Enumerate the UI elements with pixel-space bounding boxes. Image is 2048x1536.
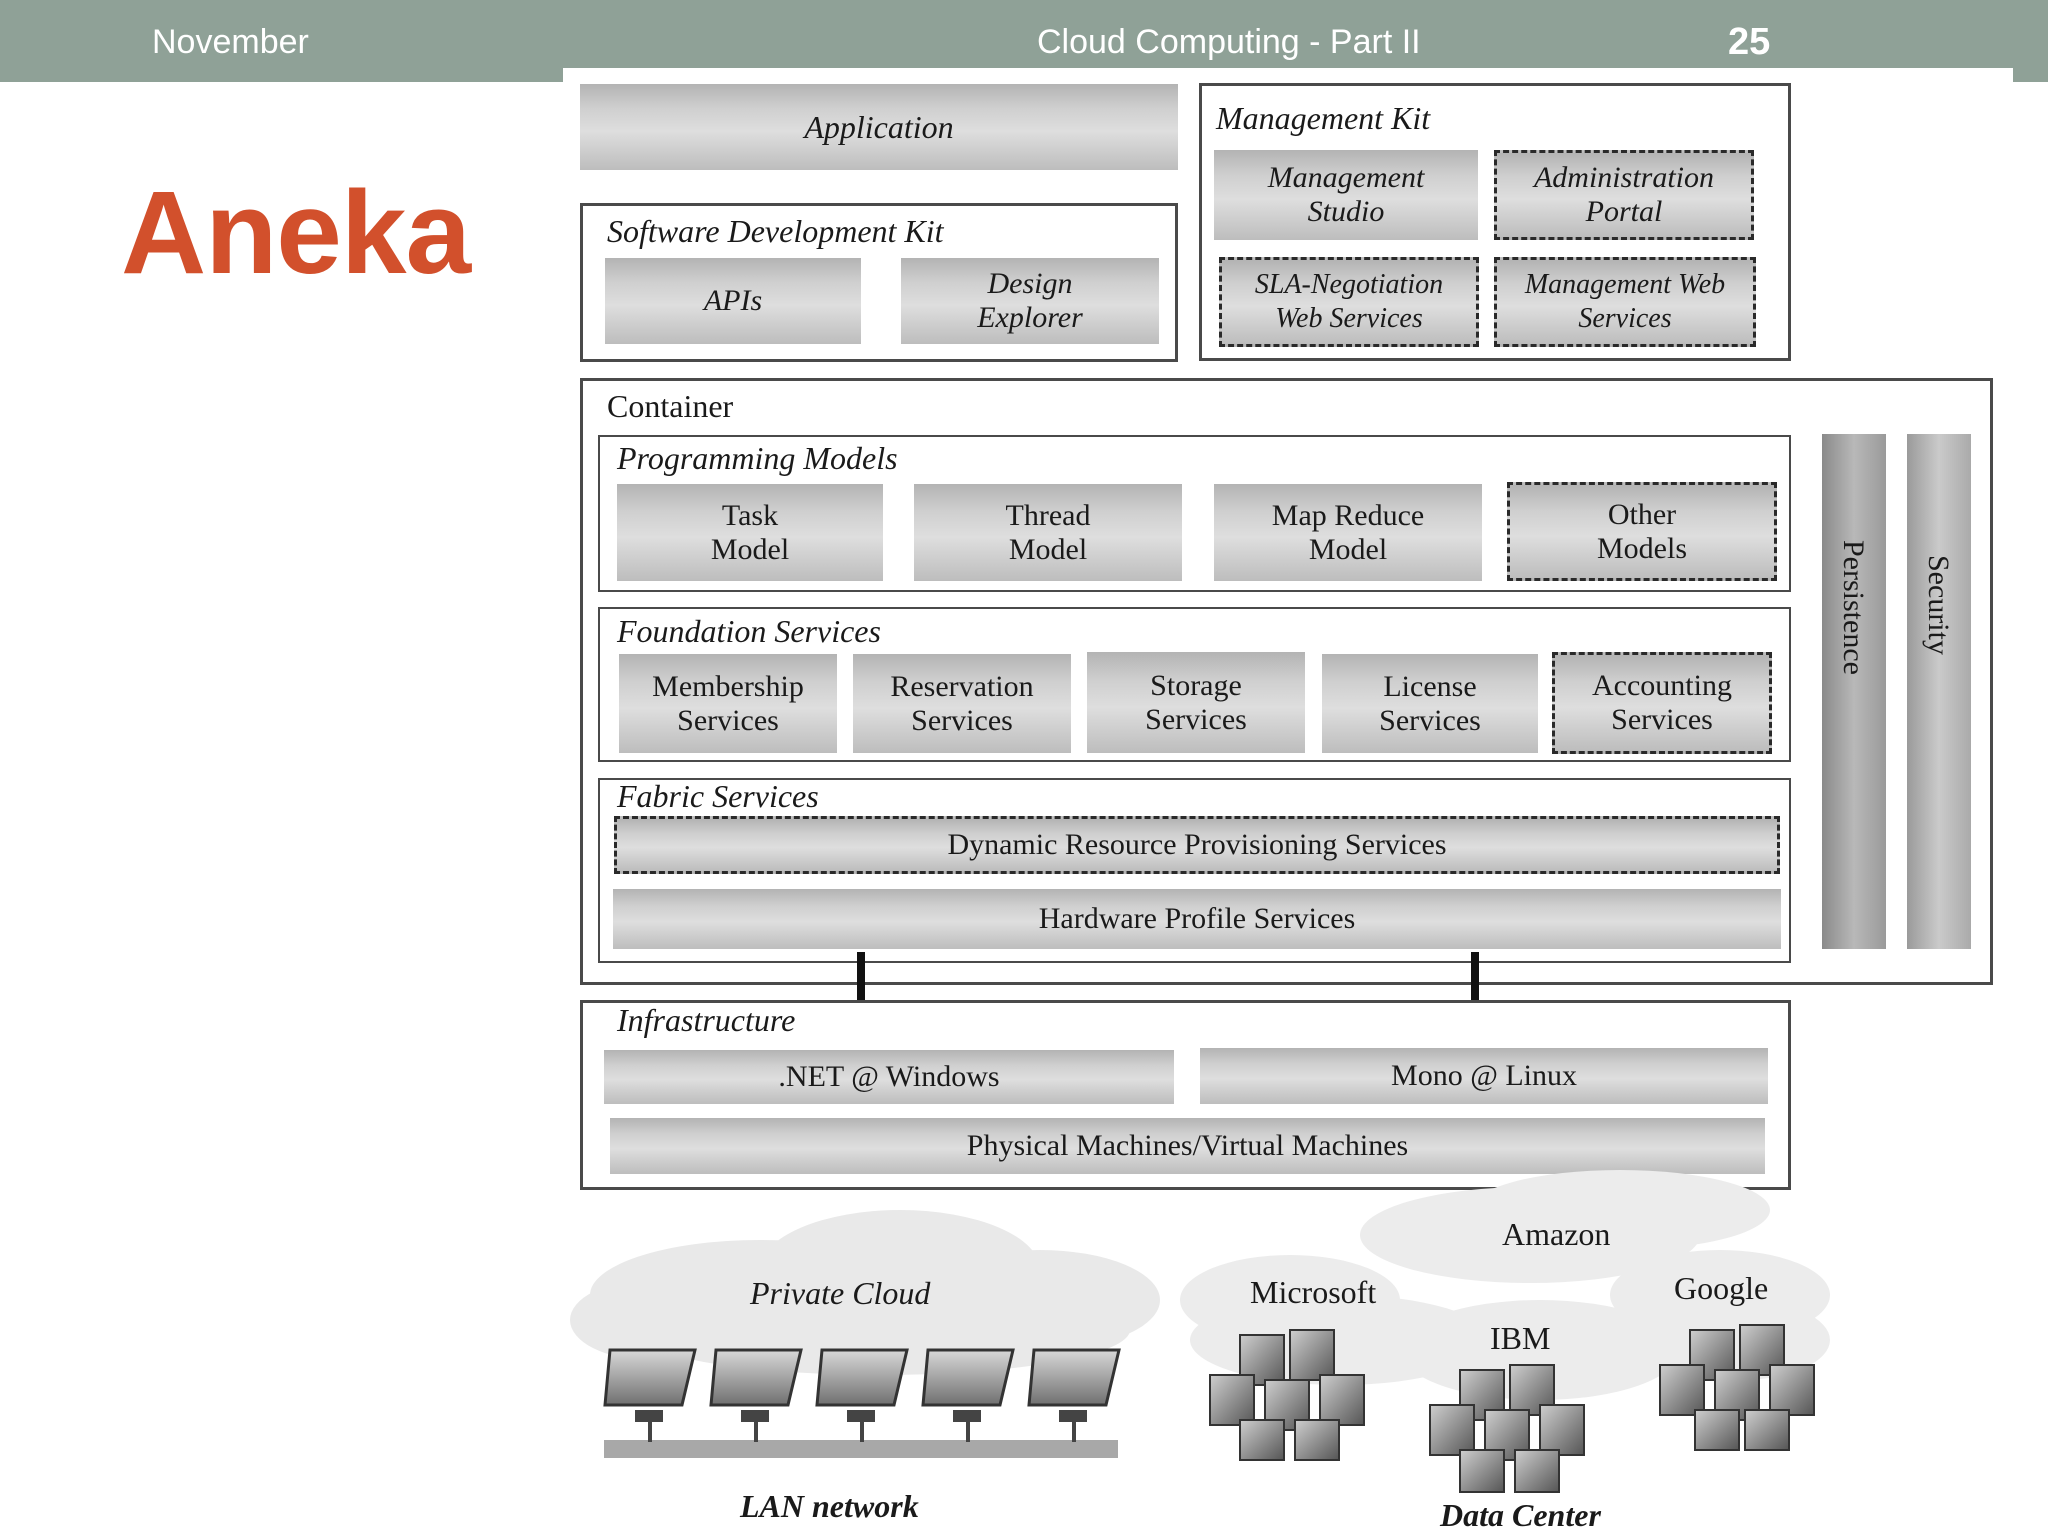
sdk-title: Software Development Kit (607, 213, 944, 249)
management-kit-title: Management Kit (1216, 100, 1431, 136)
google-servers (1659, 1324, 1815, 1451)
administration-portal-label: Administration Portal (1533, 161, 1714, 228)
reservation-services-label: Reservation Services (890, 669, 1034, 737)
dynamic-resource-provisioning-box: Dynamic Resource Provisioning Services (614, 816, 1780, 874)
storage-services-box: Storage Services (1087, 652, 1305, 753)
ibm-label: IBM (1490, 1320, 1551, 1356)
amazon-label: Amazon (1502, 1216, 1611, 1252)
google-label: Google (1674, 1270, 1769, 1306)
sla-negotiation-box: SLA-Negotiation Web Services (1219, 257, 1479, 347)
apis-box: APIs (605, 258, 861, 344)
other-models-box: Other Models (1507, 482, 1777, 581)
data-center-label: Data Center (1440, 1497, 1601, 1533)
management-studio-label: Management Studio (1267, 161, 1425, 228)
arrow-right-shaft (1471, 952, 1479, 1008)
net-windows-box: .NET @ Windows (604, 1050, 1174, 1104)
hardware-profile-services-box: Hardware Profile Services (613, 889, 1781, 949)
management-web-services-label: Management Web Services (1524, 269, 1726, 334)
map-reduce-model-box: Map Reduce Model (1214, 484, 1482, 581)
management-studio-box: Management Studio (1214, 150, 1478, 240)
programming-models-title: Programming Models (617, 440, 898, 476)
map-reduce-model-label: Map Reduce Model (1271, 498, 1425, 566)
thread-model-label: Thread Model (1005, 498, 1091, 566)
ibm-servers (1429, 1364, 1585, 1493)
foundation-services-title: Foundation Services (617, 613, 881, 649)
security-column (1907, 434, 1971, 949)
container-title: Container (607, 388, 734, 424)
task-model-label: Task Model (710, 498, 790, 566)
mono-linux-label: Mono @ Linux (1391, 1059, 1577, 1092)
persistence-label: Persistence (1837, 540, 1870, 675)
infrastructure-title: Infrastructure (617, 1002, 796, 1038)
slide-title: Aneka (121, 167, 471, 299)
application-label: Application (804, 109, 954, 145)
storage-services-label: Storage Services (1145, 668, 1247, 736)
membership-services-label: Membership Services (652, 669, 804, 737)
lan-bar (604, 1440, 1118, 1458)
header-notch (563, 68, 2013, 84)
design-explorer-box: Design Explorer (901, 258, 1159, 344)
physical-virtual-machines-box: Physical Machines/Virtual Machines (610, 1118, 1765, 1174)
net-windows-label: .NET @ Windows (778, 1060, 1000, 1093)
mono-linux-box: Mono @ Linux (1200, 1048, 1768, 1104)
license-services-label: License Services (1379, 669, 1481, 737)
physical-virtual-machines-label: Physical Machines/Virtual Machines (966, 1129, 1409, 1162)
fabric-services-title: Fabric Services (617, 778, 819, 814)
administration-portal-box: Administration Portal (1494, 150, 1754, 240)
header-course-title: Cloud Computing - Part II (1037, 23, 1421, 61)
security-label: Security (1922, 555, 1955, 655)
accounting-services-label: Accounting Services (1592, 669, 1732, 736)
sla-negotiation-label: SLA-Negotiation Web Services (1254, 269, 1444, 334)
header-date: November (152, 23, 309, 61)
microsoft-servers (1209, 1329, 1365, 1461)
application-box: Application (580, 84, 1178, 170)
design-explorer-label: Design Explorer (977, 267, 1083, 334)
arrow-left-shaft (857, 952, 865, 1008)
accounting-services-box: Accounting Services (1552, 652, 1772, 754)
dynamic-resource-provisioning-label: Dynamic Resource Provisioning Services (947, 828, 1447, 861)
license-services-box: License Services (1322, 654, 1538, 753)
thread-model-box: Thread Model (914, 484, 1182, 581)
reservation-services-box: Reservation Services (853, 654, 1071, 753)
other-models-label: Other Models (1597, 497, 1687, 565)
membership-services-box: Membership Services (619, 654, 837, 753)
management-web-services-box: Management Web Services (1494, 257, 1756, 347)
page-number: 25 (1728, 21, 1771, 63)
microsoft-label: Microsoft (1250, 1274, 1377, 1310)
persistence-column (1822, 434, 1886, 949)
task-model-box: Task Model (617, 484, 883, 581)
hardware-profile-services-label: Hardware Profile Services (1038, 902, 1356, 935)
apis-label: APIs (703, 284, 763, 317)
lan-computers (603, 1348, 1121, 1442)
lan-network-label: LAN network (740, 1488, 919, 1524)
private-cloud-label: Private Cloud (750, 1275, 931, 1311)
